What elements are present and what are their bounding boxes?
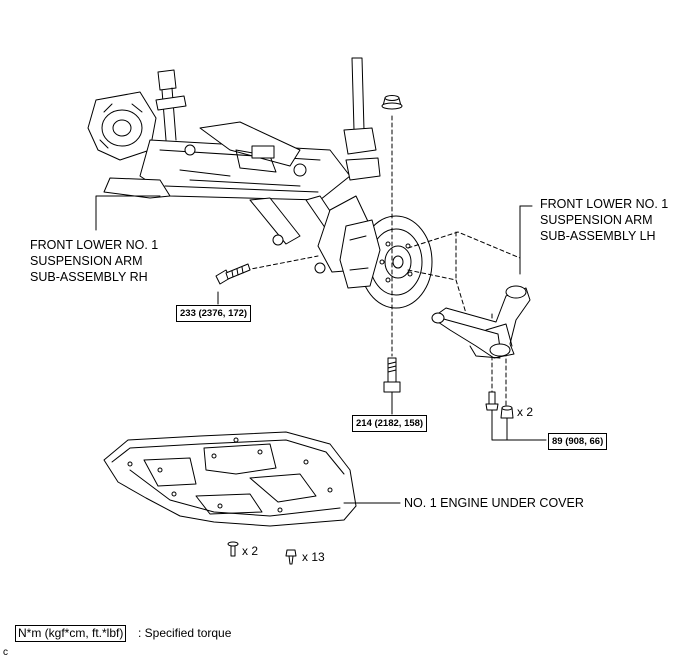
engine-under-cover <box>103 431 357 527</box>
cover-screw-quantity: x 2 <box>242 544 259 558</box>
leader-lines <box>95 195 547 504</box>
rh-arm-label-line-1: FRONT LOWER NO. 1 <box>30 238 159 252</box>
cover-bolt <box>285 549 297 565</box>
lh-arm-label-line-1: FRONT LOWER NO. 1 <box>540 197 669 211</box>
bolt-214 <box>383 357 401 393</box>
rh-arm-label: FRONT LOWER NO. 1 SUSPENSION ARM SUB-ASS… <box>30 237 158 285</box>
cover-bolt-quantity: x 13 <box>302 550 325 564</box>
lh-lower-arm <box>431 285 531 359</box>
torque-233-box: 233 (2376, 172) <box>176 305 252 322</box>
torque-89-box: 89 (908, 66) <box>548 433 608 450</box>
cover-screw <box>227 541 239 557</box>
lh-arm-label-line-2: SUSPENSION ARM <box>540 213 653 227</box>
rh-arm-label-line-3: SUB-ASSEMBLY RH <box>30 270 148 284</box>
lh-arm-nut <box>500 405 514 419</box>
corner-code: c <box>3 647 8 658</box>
lh-arm-label-line-3: SUB-ASSEMBLY LH <box>540 229 656 243</box>
lh-arm-bolt <box>485 391 499 411</box>
bolt-233 <box>215 263 251 285</box>
flange-nut-top <box>381 95 403 110</box>
suspension-assembly <box>87 57 433 309</box>
lh-nut-quantity: x 2 <box>517 405 534 419</box>
torque-214-box: 214 (2182, 158) <box>352 415 428 432</box>
rh-arm-label-line-2: SUSPENSION ARM <box>30 254 143 268</box>
lh-arm-label: FRONT LOWER NO. 1 SUSPENSION ARM SUB-ASS… <box>540 196 668 244</box>
legend-torque-description: : Specified torque <box>138 626 232 640</box>
legend-torque-unit: N*m (kgf*cm, ft.*lbf) <box>15 625 127 642</box>
under-cover-label: NO. 1 ENGINE UNDER COVER <box>404 496 584 510</box>
